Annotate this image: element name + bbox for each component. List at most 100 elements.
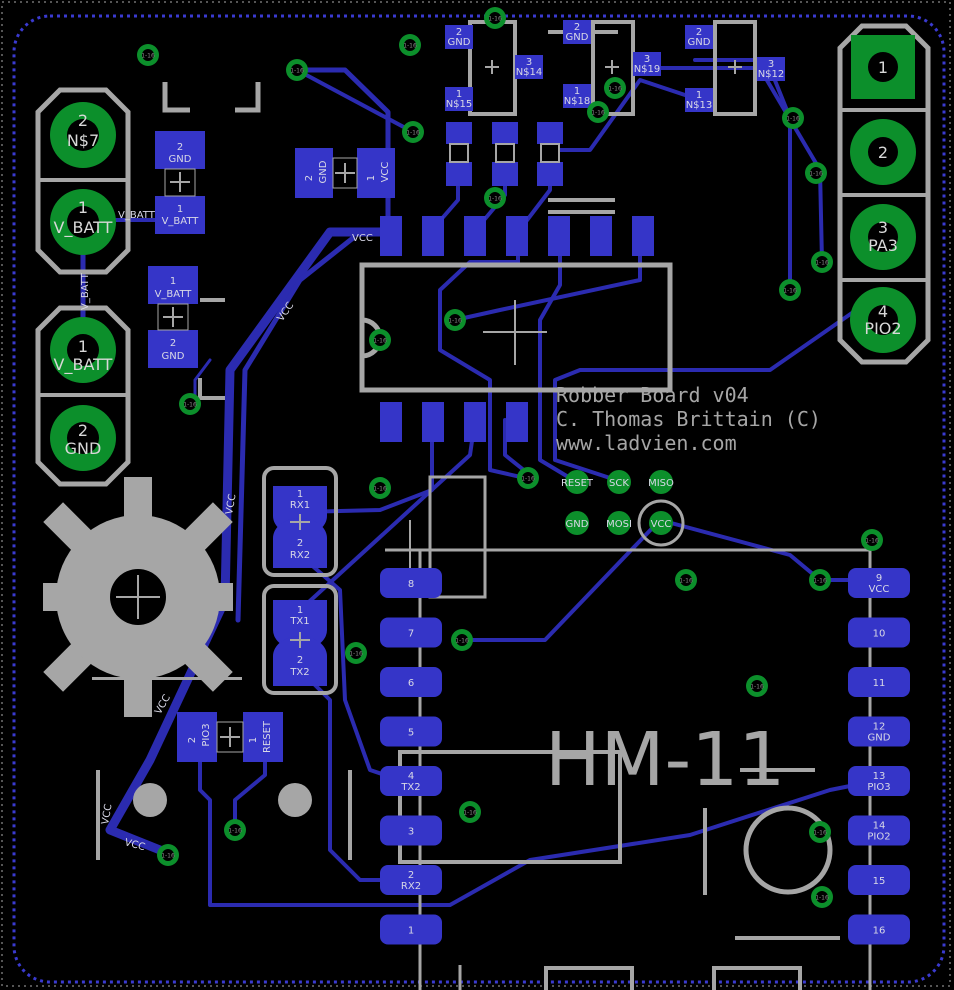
conn-r-pin4-name: PIO2 (864, 319, 901, 338)
connector-left-bottom: 1 V_BATT 2 GND (35, 305, 131, 487)
svg-text:N$18: N$18 (564, 96, 591, 107)
svg-text:2: 2 (177, 142, 183, 153)
via: 1-16 (484, 7, 506, 29)
via-label: 1-16 (786, 116, 800, 123)
conn-r-pin2: 2 (878, 143, 888, 162)
conn-r-pin4-num: 4 (878, 302, 888, 321)
via-label: 1-16 (815, 895, 829, 902)
via: 1-16 (224, 819, 246, 841)
via-label: 1-16 (813, 578, 827, 585)
via-label: 1-16 (373, 338, 387, 345)
svg-text:1: 1 (297, 489, 303, 500)
via-label: 1-16 (290, 68, 304, 75)
via-label: 1-16 (183, 402, 197, 409)
module-pin-number: 12 (873, 722, 886, 733)
svg-text:1: 1 (456, 89, 462, 100)
via: 1-16 (137, 44, 159, 66)
via-label: 1-16 (463, 810, 477, 817)
transistor-q3: 2 GND 3 N$12 1 N$13 (685, 25, 785, 112)
module-pin-number: 6 (408, 678, 414, 689)
via: 1-16 (809, 569, 831, 591)
via-label: 1-16 (813, 830, 827, 837)
svg-text:2: 2 (297, 655, 303, 666)
svg-text:V_BATT: V_BATT (162, 216, 200, 227)
module-pin-number: 16 (873, 926, 886, 937)
via-label: 1-16 (488, 196, 502, 203)
via: 1-16 (484, 187, 506, 209)
via: 1-16 (369, 477, 391, 499)
module-pin-number: 11 (873, 678, 886, 689)
svg-text:TX1: TX1 (289, 616, 309, 627)
svg-text:VCC: VCC (100, 803, 114, 825)
svg-text:3: 3 (768, 59, 774, 70)
module-pin-net: PIO2 (867, 832, 890, 843)
via-label: 1-16 (488, 16, 502, 23)
svg-text:N$13: N$13 (686, 100, 713, 111)
via: 1-16 (459, 801, 481, 823)
connector-left-top: 2 N$7 1 V_BATT (35, 87, 131, 275)
via: 1-16 (861, 529, 883, 551)
module-pin-number: 10 (873, 629, 886, 640)
svg-text:VCC: VCC (352, 233, 373, 244)
module-left-pin-3: 3 (380, 815, 442, 846)
module-right-pin-10: 10 (848, 617, 910, 648)
svg-text:N$19: N$19 (634, 64, 661, 75)
svg-text:GND: GND (169, 154, 192, 165)
conn-lb-pin2-num: 2 (78, 421, 88, 440)
svg-text:2: 2 (574, 22, 580, 33)
via: 1-16 (157, 844, 179, 866)
via-label: 1-16 (403, 43, 417, 50)
svg-text:1: 1 (574, 86, 580, 97)
module-left-pin-8: 8 (380, 568, 442, 598)
module-pin-number: 9 (876, 573, 882, 584)
capacitor-top: 2 GND 1 V_BATT (155, 131, 205, 234)
svg-text:RX1: RX1 (290, 500, 310, 511)
svg-text:VCC: VCC (224, 493, 238, 515)
via-label: 1-16 (815, 260, 829, 267)
conn-lt-pin1-name: V_BATT (54, 218, 113, 238)
isp-header: RESET SCK MISO GND MOSI VCC (561, 470, 685, 547)
via: 1-16 (369, 329, 391, 351)
via: 1-16 (286, 59, 308, 81)
via-label: 1-16 (591, 110, 605, 117)
module-left-pin-5: 5 (380, 716, 442, 747)
module-pin-number: 15 (873, 876, 886, 887)
svg-text:GND: GND (448, 37, 471, 48)
board-outline (12, 14, 946, 984)
conn-lb-pin2-name: GND (65, 439, 102, 458)
via-label: 1-16 (865, 538, 879, 545)
module-right-pin-11: 11 (848, 667, 910, 697)
svg-text:2: 2 (456, 27, 462, 38)
svg-text:N$15: N$15 (446, 99, 473, 110)
svg-text:1: 1 (696, 90, 702, 101)
via-label: 1-16 (141, 53, 155, 60)
module-left-pin-6: 6 (380, 667, 442, 697)
isp-sck: SCK (609, 478, 629, 489)
isp-mosi: MOSI (606, 519, 632, 530)
board-title: Robber Board v04 (556, 383, 749, 407)
svg-text:VCC: VCC (123, 837, 146, 853)
via: 1-16 (805, 162, 827, 184)
via-label: 1-16 (228, 828, 242, 835)
board-author: C. Thomas Brittain (C) (556, 407, 821, 431)
module-right-pin-16: 16 (848, 914, 910, 945)
svg-text:VCC: VCC (380, 162, 391, 183)
via: 1-16 (399, 34, 421, 56)
via: 1-16 (779, 279, 801, 301)
via-label: 1-16 (448, 318, 462, 325)
via: 1-16 (746, 675, 768, 697)
svg-text:2: 2 (304, 175, 315, 181)
via: 1-16 (782, 107, 804, 129)
conn-lt-pin1-num: 1 (78, 198, 88, 217)
svg-text:V_BATT: V_BATT (118, 210, 156, 221)
svg-text:V_BATT: V_BATT (80, 272, 91, 310)
via-label: 1-16 (161, 853, 175, 860)
module-pin-number: 5 (408, 728, 414, 739)
isp-gnd: GND (566, 519, 589, 530)
svg-text:1: 1 (366, 175, 377, 181)
